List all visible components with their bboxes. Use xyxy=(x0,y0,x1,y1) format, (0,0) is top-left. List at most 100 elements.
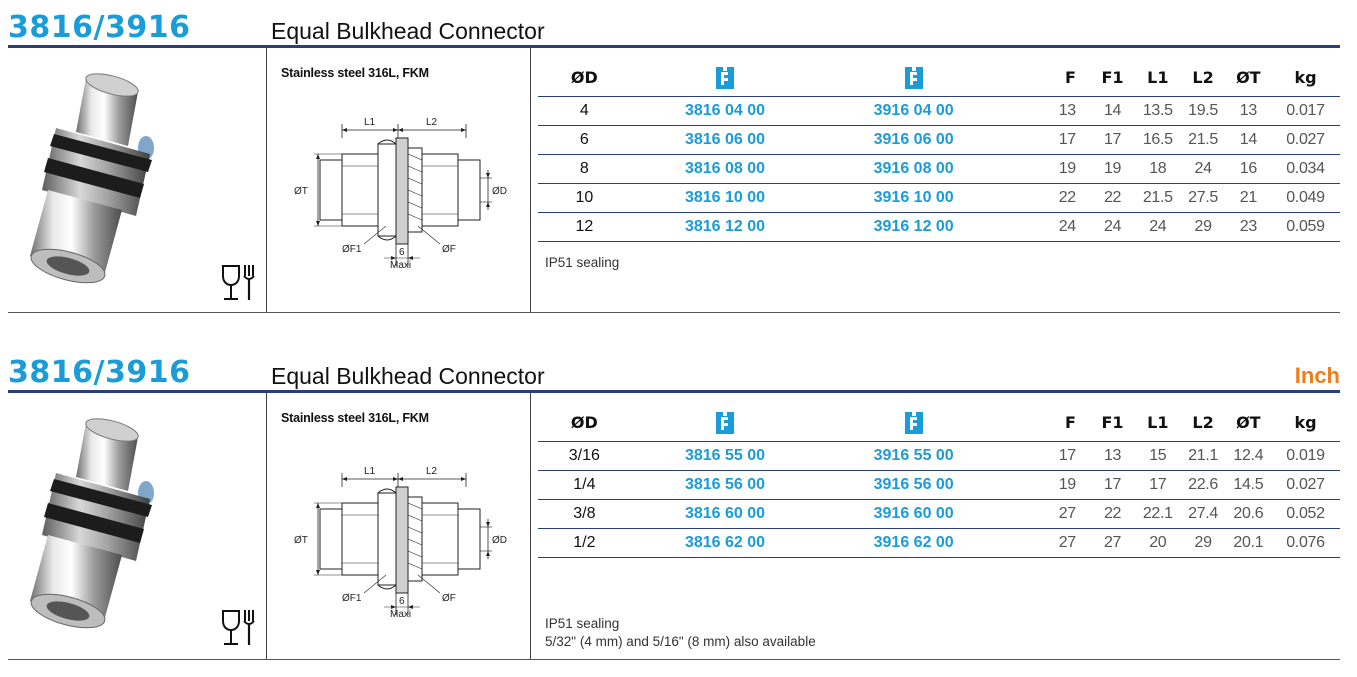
cell-ref-3816: 3816 08 00 xyxy=(630,154,820,184)
cell-l1: 18 xyxy=(1135,154,1181,184)
cell-ref-3916: 3916 08 00 xyxy=(819,154,1008,184)
cell-l1: 20 xyxy=(1135,528,1181,558)
cell-od: 1/4 xyxy=(538,470,631,500)
cell-od: 1/2 xyxy=(538,528,631,558)
cell-l1: 24 xyxy=(1135,212,1181,242)
food-contact-icon xyxy=(220,607,260,649)
cell-ref-3816: 3816 56 00 xyxy=(630,470,820,500)
cell-l2: 27.5 xyxy=(1180,183,1226,213)
cell-od: 4 xyxy=(538,96,631,126)
cell-l1: 22.1 xyxy=(1135,499,1181,529)
cell-l1: 17 xyxy=(1135,470,1181,500)
cell-l2: 29 xyxy=(1180,212,1226,242)
col-header-ot: ØT xyxy=(1225,60,1271,97)
dim-l2-label: L2 xyxy=(426,466,438,477)
col-header-ref-2 xyxy=(819,405,1008,442)
dim-maxi-label: Maxi xyxy=(390,260,411,271)
product-section-metric: 3816/3916 Equal Bulkhead Connector Stain… xyxy=(0,0,1357,318)
section-header: 3816/3916 Equal Bulkhead Connector Inch xyxy=(0,345,1340,395)
cell-ot: 13 xyxy=(1225,96,1271,126)
cell-ref-3916: 3916 10 00 xyxy=(819,183,1008,213)
col-header-kg: kg xyxy=(1270,405,1340,442)
cell-f1: 17 xyxy=(1089,470,1136,500)
cell-f1: 22 xyxy=(1089,499,1136,529)
cell-ref-3916: 3916 55 00 xyxy=(819,441,1008,471)
cell-l1: 15 xyxy=(1135,441,1181,471)
product-photo xyxy=(30,73,154,284)
table-row: 6 3816 06 00 3916 06 00 17 17 16.5 21.5 … xyxy=(538,125,1340,155)
cell-l2: 22.6 xyxy=(1180,470,1226,500)
col-header-ref-1 xyxy=(630,60,820,97)
cell-l2: 19.5 xyxy=(1180,96,1226,126)
push-in-fitting-icon xyxy=(904,66,924,90)
cell-f1: 24 xyxy=(1089,212,1136,242)
table-row: 4 3816 04 00 3916 04 00 13 14 13.5 19.5 … xyxy=(538,96,1340,126)
section-body: Stainless steel 316L, FKM L1 L2 xyxy=(8,393,1340,660)
cell-f1: 27 xyxy=(1089,528,1136,558)
cell-ot: 12.4 xyxy=(1225,441,1271,471)
cell-f: 19 xyxy=(1007,470,1090,500)
col-header-ref-1 xyxy=(630,405,820,442)
section-bottom-rule xyxy=(8,659,1340,660)
section-bottom-rule xyxy=(8,312,1340,313)
cell-f1: 13 xyxy=(1089,441,1136,471)
cell-ref-3916: 3916 62 00 xyxy=(819,528,1008,558)
spec-table: ØD F F1 L1 L2 ØT kg 4 3816 04 00 3916 04… xyxy=(538,60,1340,242)
cell-f: 19 xyxy=(1007,154,1090,184)
dim-f-label: ØF xyxy=(442,244,456,255)
cell-l2: 21.5 xyxy=(1180,125,1226,155)
cell-od: 8 xyxy=(538,154,631,184)
dim-ot-label: ØT xyxy=(294,535,308,546)
cell-f: 27 xyxy=(1007,528,1090,558)
push-in-fitting-icon xyxy=(715,411,735,435)
note-line: IP51 sealing xyxy=(545,616,620,631)
dim-six-label: 6 xyxy=(399,596,405,607)
cell-kg: 0.059 xyxy=(1270,212,1340,242)
header-rule xyxy=(8,45,1340,48)
col-header-l2: L2 xyxy=(1180,60,1226,97)
dim-six-label: 6 xyxy=(399,247,405,258)
cell-kg: 0.017 xyxy=(1270,96,1340,126)
cell-ref-3916: 3916 60 00 xyxy=(819,499,1008,529)
col-header-ot: ØT xyxy=(1225,405,1271,442)
cell-od: 12 xyxy=(538,212,631,242)
cell-f1: 17 xyxy=(1089,125,1136,155)
col-header-kg: kg xyxy=(1270,60,1340,97)
dim-od-label: ØD xyxy=(492,186,507,197)
cell-ot: 16 xyxy=(1225,154,1271,184)
cell-od: 10 xyxy=(538,183,631,213)
cell-kg: 0.052 xyxy=(1270,499,1340,529)
dim-l1-label: L1 xyxy=(364,466,376,477)
cell-f: 13 xyxy=(1007,96,1090,126)
product-photo xyxy=(30,418,154,629)
column-divider xyxy=(266,393,267,660)
technical-drawing: L1 L2 ØT ØD xyxy=(294,466,507,620)
notes: IP51 sealing 5/32" (4 mm) and 5/16" (8 m… xyxy=(545,615,816,651)
cell-kg: 0.049 xyxy=(1270,183,1340,213)
cell-od: 3/16 xyxy=(538,441,631,471)
cell-ot: 14.5 xyxy=(1225,470,1271,500)
cell-l2: 27.4 xyxy=(1180,499,1226,529)
cell-ref-3916: 3916 04 00 xyxy=(819,96,1008,126)
notes: IP51 sealing xyxy=(545,254,619,272)
col-header-f1: F1 xyxy=(1089,60,1136,97)
product-section-inch: 3816/3916 Equal Bulkhead Connector Inch … xyxy=(0,345,1357,667)
dim-ot-label: ØT xyxy=(294,186,308,197)
cell-kg: 0.034 xyxy=(1270,154,1340,184)
cell-ref-3916: 3916 06 00 xyxy=(819,125,1008,155)
cell-f: 22 xyxy=(1007,183,1090,213)
header-rule xyxy=(8,390,1340,393)
table-header-row: ØD F F1 L1 L2 ØT kg xyxy=(538,405,1340,442)
cell-l2: 24 xyxy=(1180,154,1226,184)
col-header-l1: L1 xyxy=(1135,405,1181,442)
cell-l1: 21.5 xyxy=(1135,183,1181,213)
cell-ot: 20.1 xyxy=(1225,528,1271,558)
technical-drawing: L1 L2 ØT ØD xyxy=(294,117,507,271)
table-header-row: ØD F F1 L1 L2 ØT kg xyxy=(538,60,1340,97)
note-line: IP51 sealing xyxy=(545,255,620,270)
dim-f-label: ØF xyxy=(442,593,456,604)
cell-ref-3816: 3816 12 00 xyxy=(630,212,820,242)
push-in-fitting-icon xyxy=(715,66,735,90)
cell-kg: 0.019 xyxy=(1270,441,1340,471)
material-label: Stainless steel 316L, FKM xyxy=(281,411,429,425)
